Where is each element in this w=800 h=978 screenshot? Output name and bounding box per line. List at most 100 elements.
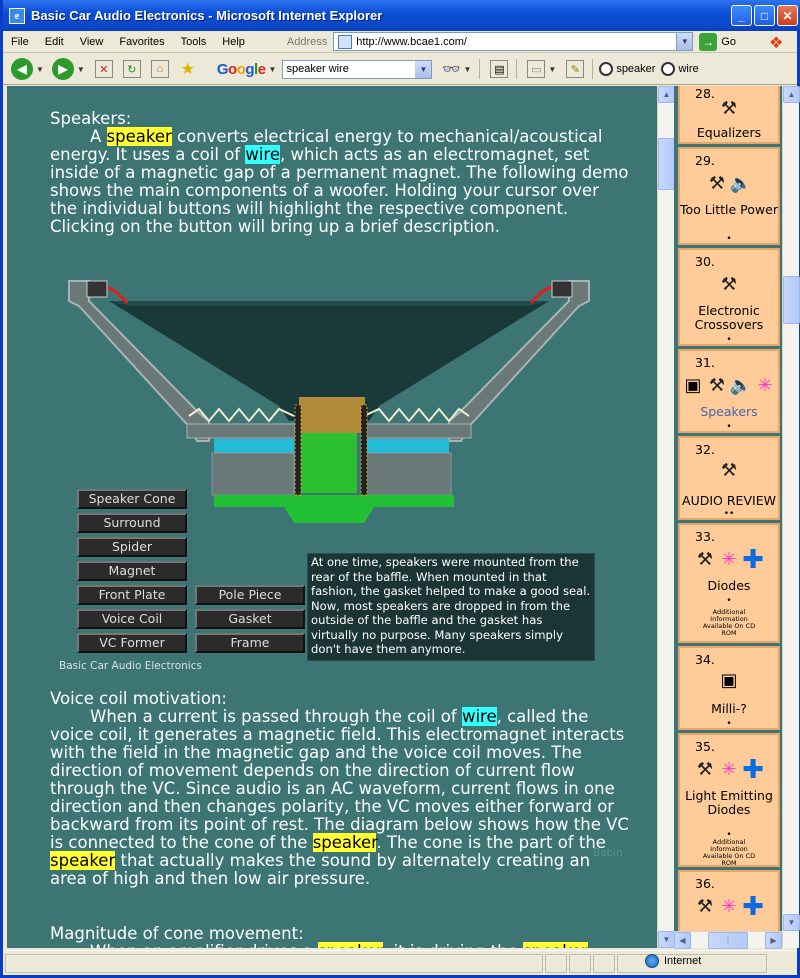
voice-coil-paragraph: When a current is passed through the coi… xyxy=(50,707,629,888)
frame-button[interactable]: Frame xyxy=(195,633,305,653)
back-arrow-icon[interactable]: ◀ xyxy=(11,58,33,80)
scroll-up-icon[interactable]: ▲ xyxy=(783,86,800,103)
google-search-value[interactable]: speaker wire xyxy=(286,63,349,75)
speaker-icon: 🔈 xyxy=(729,375,753,396)
menu-file[interactable]: File xyxy=(11,35,29,48)
title-bar[interactable]: e Basic Car Audio Electronics - Microsof… xyxy=(3,0,800,31)
menu-view[interactable]: View xyxy=(79,35,104,48)
h-scroll-thumb[interactable]: ⋮ xyxy=(708,932,748,949)
go-button[interactable]: → Go xyxy=(699,32,736,51)
spark-icon: ✳ xyxy=(721,896,737,917)
scroll-thumb[interactable] xyxy=(783,276,800,324)
menu-help[interactable]: Help xyxy=(222,35,245,48)
nav-item-electronic-crossovers[interactable]: 30. ⚒ Electronic Crossovers • xyxy=(678,248,780,346)
module-icon: ▣ xyxy=(684,375,702,396)
pole-piece-button[interactable]: Pole Piece xyxy=(195,585,305,605)
status-text xyxy=(5,953,543,973)
scroll-right-icon[interactable]: ▶ xyxy=(765,932,782,949)
scroll-down-icon[interactable]: ▼ xyxy=(658,931,675,948)
address-input[interactable]: http://www.bcae1.com/ xyxy=(356,35,467,48)
tool-icon: ⚒ xyxy=(720,274,738,295)
maximize-button[interactable]: □ xyxy=(754,5,775,26)
highlight-speaker: speaker xyxy=(312,833,377,852)
address-bar[interactable]: http://www.bcae1.com/ ▼ xyxy=(333,32,694,51)
stop-icon[interactable]: ✕ xyxy=(94,60,113,78)
tool-icon: ⚒ xyxy=(720,460,738,481)
favorites-star-icon[interactable]: ★ xyxy=(180,61,196,78)
back-dropdown-icon[interactable]: ▼ xyxy=(36,64,44,74)
magnitude-heading: Magnitude of cone movement: xyxy=(50,924,304,943)
nav-item-equalizers[interactable]: 28. ⚒ Equalizers xyxy=(678,86,780,144)
pagerank-icon[interactable]: ▤ xyxy=(490,60,509,78)
address-label: Address xyxy=(286,35,328,48)
refresh-icon[interactable]: ↻ xyxy=(122,60,141,78)
nav-item-too-little-power[interactable]: 29. ⚒🔈 Too Little Power • xyxy=(678,147,780,245)
gasket-button[interactable]: Gasket xyxy=(195,609,305,629)
main-content-frame: Speakers: A speaker converts electrical … xyxy=(7,86,657,948)
woofer-demo: Speaker Cone Surround Spider Magnet Fron… xyxy=(49,261,609,681)
google-menu-icon[interactable]: ▼ xyxy=(268,64,277,74)
menu-edit[interactable]: Edit xyxy=(44,35,64,48)
nav-item-audio-review[interactable]: 32. ⚒ AUDIO REVIEW •• xyxy=(678,436,780,520)
go-label: Go xyxy=(721,35,736,48)
speakers-paragraph: A speaker converts electrical energy to … xyxy=(50,127,629,236)
minimize-button[interactable]: _ xyxy=(731,5,752,26)
security-zone: Internet xyxy=(645,954,701,968)
search-history-dropdown-icon[interactable]: ▼ xyxy=(415,60,432,78)
binoculars-icon[interactable]: 👓 xyxy=(442,61,461,78)
google-logo[interactable]: Google xyxy=(216,60,266,78)
speaker-cone-button[interactable]: Speaker Cone xyxy=(77,489,187,509)
nav-item-light-emitting-diodes[interactable]: 35. ⚒✳✚ Light Emitting Diodes • Addition… xyxy=(678,733,780,867)
nav-horizontal-scrollbar[interactable]: ◀ ⋮ ▶ xyxy=(674,931,782,949)
highlighter-icon[interactable]: ✎ xyxy=(566,60,585,78)
highlight-speaker: speaker xyxy=(106,127,172,146)
folder-icon[interactable]: ▭ xyxy=(527,60,546,78)
plus-icon: ✚ xyxy=(742,892,764,922)
highlight-speaker: speaker xyxy=(50,851,116,870)
spider-button[interactable]: Spider xyxy=(77,537,187,557)
spark-icon: ✳ xyxy=(721,759,737,780)
search-options-icon[interactable]: ▼ xyxy=(463,64,472,74)
scroll-down-icon[interactable]: ▼ xyxy=(783,914,800,931)
module-icon: ▣ xyxy=(720,670,738,691)
nav-item-milli[interactable]: 34. ▣ Milli-? • xyxy=(678,646,780,730)
magnet-button[interactable]: Magnet xyxy=(77,561,187,581)
speakers-heading: Speakers: xyxy=(50,109,132,128)
scroll-left-icon[interactable]: ◀ xyxy=(674,932,691,949)
nav-frame: 28. ⚒ Equalizers 29. ⚒🔈 Too Little Power… xyxy=(674,86,782,948)
address-dropdown-icon[interactable]: ▼ xyxy=(676,33,693,50)
status-bar: Internet xyxy=(3,950,797,975)
tool-icon: ⚒ xyxy=(720,98,738,119)
folder-dropdown-icon[interactable]: ▼ xyxy=(548,64,557,74)
scroll-up-icon[interactable]: ▲ xyxy=(658,86,675,103)
close-button[interactable]: ✕ xyxy=(777,5,798,26)
voice-coil-button[interactable]: Voice Coil xyxy=(77,609,187,629)
plus-icon: ✚ xyxy=(742,755,764,785)
highlight-wire: wire xyxy=(245,145,280,164)
forward-dropdown-icon[interactable]: ▼ xyxy=(76,64,85,74)
menu-tools[interactable]: Tools xyxy=(180,35,207,48)
nav-item-speakers[interactable]: 31. ▣⚒🔈✳ Speakers • xyxy=(678,349,780,433)
voice-coil-heading: Voice coil motivation: xyxy=(50,689,227,708)
plus-icon: ✚ xyxy=(742,545,764,575)
nav-item-diodes[interactable]: 33. ⚒✳✚ Diodes • Additional Information … xyxy=(678,523,780,643)
search-term-speaker[interactable]: speaker xyxy=(599,62,655,76)
forward-arrow-icon[interactable]: ▶ xyxy=(51,58,74,80)
magnifier-icon xyxy=(599,62,614,76)
menu-bar: File Edit View Favorites Tools Help Addr… xyxy=(3,31,797,53)
google-search-input[interactable]: speaker wire ▼ xyxy=(282,59,433,79)
tool-icon: ⚒ xyxy=(696,759,714,780)
nav-scrollbar[interactable]: ▲ ▼ xyxy=(782,86,800,948)
spark-icon: ✳ xyxy=(721,549,737,570)
scroll-thumb[interactable] xyxy=(658,138,675,190)
go-arrow-icon: → xyxy=(699,32,718,51)
surround-button[interactable]: Surround xyxy=(77,513,187,533)
front-plate-button[interactable]: Front Plate xyxy=(77,585,187,605)
highlight-wire: wire xyxy=(461,707,497,726)
magnitude-paragraph-clipped: When an amplifier drives a speaker, it i… xyxy=(50,942,630,948)
menu-favorites[interactable]: Favorites xyxy=(119,35,165,48)
content-scrollbar[interactable]: ▲ ▼ xyxy=(657,86,675,948)
search-term-wire[interactable]: wire xyxy=(661,62,699,76)
vc-former-button[interactable]: VC Former xyxy=(77,633,187,653)
home-icon[interactable]: ⌂ xyxy=(150,60,169,78)
